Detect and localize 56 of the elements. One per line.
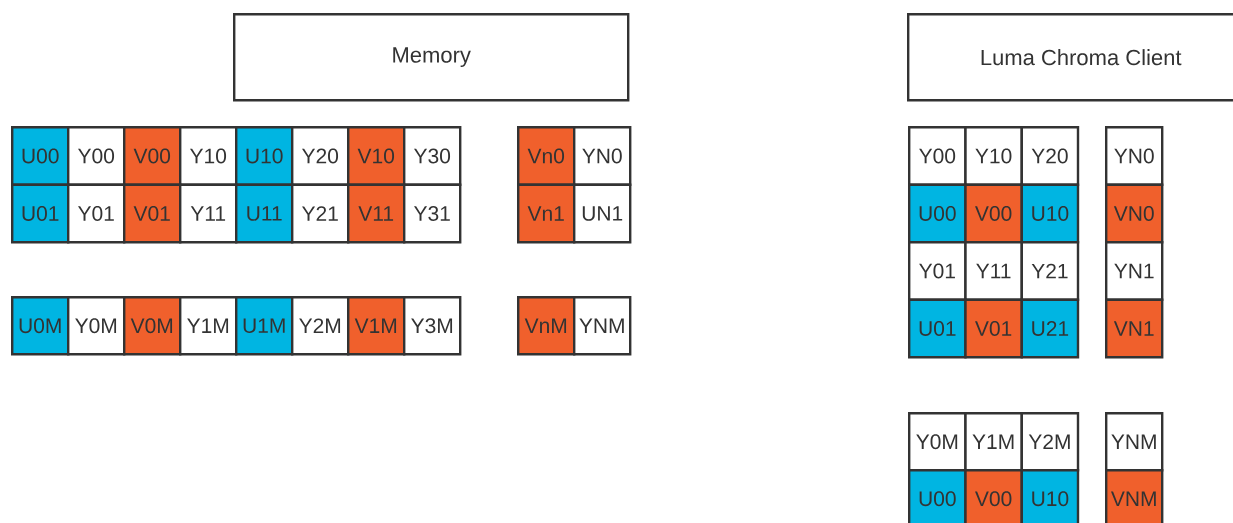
data-cell: YN0 bbox=[573, 126, 632, 186]
data-cell: U00 bbox=[908, 183, 967, 244]
data-cell: Y21 bbox=[1020, 241, 1080, 301]
header-box: Memory bbox=[233, 13, 630, 102]
data-cell: YNM bbox=[1105, 412, 1164, 472]
data-cell: UN1 bbox=[573, 183, 632, 244]
data-cell: U21 bbox=[1020, 298, 1080, 359]
data-cell: U10 bbox=[1020, 183, 1080, 244]
data-cell: Y31 bbox=[403, 183, 462, 244]
data-cell: Y1M bbox=[964, 412, 1023, 472]
header-box: Luma Chroma Client bbox=[907, 13, 1233, 102]
data-cell: YNM bbox=[573, 296, 632, 356]
data-cell: Y30 bbox=[403, 126, 462, 186]
data-cell: U0M bbox=[11, 296, 70, 356]
data-cell: U00 bbox=[11, 126, 70, 186]
data-cell: U00 bbox=[908, 469, 967, 523]
data-cell: Y10 bbox=[964, 126, 1023, 186]
data-cell: Y10 bbox=[179, 126, 238, 186]
data-cell: YN0 bbox=[1105, 126, 1164, 186]
data-cell: V00 bbox=[123, 126, 182, 186]
data-cell: Y20 bbox=[1020, 126, 1080, 186]
data-cell: Y11 bbox=[964, 241, 1023, 301]
data-cell: Vn1 bbox=[517, 183, 576, 244]
data-cell: Y00 bbox=[908, 126, 967, 186]
data-cell: V1M bbox=[347, 296, 406, 356]
data-cell: V11 bbox=[347, 183, 406, 244]
data-cell: V0M bbox=[123, 296, 182, 356]
data-cell: Y01 bbox=[908, 241, 967, 301]
data-cell: VN0 bbox=[1105, 183, 1164, 244]
data-cell: U01 bbox=[11, 183, 70, 244]
data-cell: Y20 bbox=[291, 126, 350, 186]
data-cell: V00 bbox=[964, 469, 1023, 523]
data-cell: Y00 bbox=[67, 126, 126, 186]
data-cell: Y11 bbox=[179, 183, 238, 244]
data-cell: VN1 bbox=[1105, 298, 1164, 359]
data-cell: Y0M bbox=[908, 412, 967, 472]
data-cell: Y2M bbox=[1020, 412, 1080, 472]
data-cell: VnM bbox=[517, 296, 576, 356]
data-cell: U11 bbox=[235, 183, 294, 244]
data-cell: Y1M bbox=[179, 296, 238, 356]
data-cell: Vn0 bbox=[517, 126, 576, 186]
data-cell: U10 bbox=[1020, 469, 1080, 523]
data-cell: V00 bbox=[964, 183, 1023, 244]
data-cell: Y01 bbox=[67, 183, 126, 244]
data-cell: V10 bbox=[347, 126, 406, 186]
data-cell: V01 bbox=[964, 298, 1023, 359]
data-cell: Y0M bbox=[67, 296, 126, 356]
data-cell: VNM bbox=[1105, 469, 1164, 523]
data-cell: YN1 bbox=[1105, 241, 1164, 301]
data-cell: Y2M bbox=[291, 296, 350, 356]
data-cell: U1M bbox=[235, 296, 294, 356]
data-cell: Y3M bbox=[403, 296, 462, 356]
data-cell: U01 bbox=[908, 298, 967, 359]
data-cell: Y21 bbox=[291, 183, 350, 244]
data-cell: V01 bbox=[123, 183, 182, 244]
data-cell: U10 bbox=[235, 126, 294, 186]
